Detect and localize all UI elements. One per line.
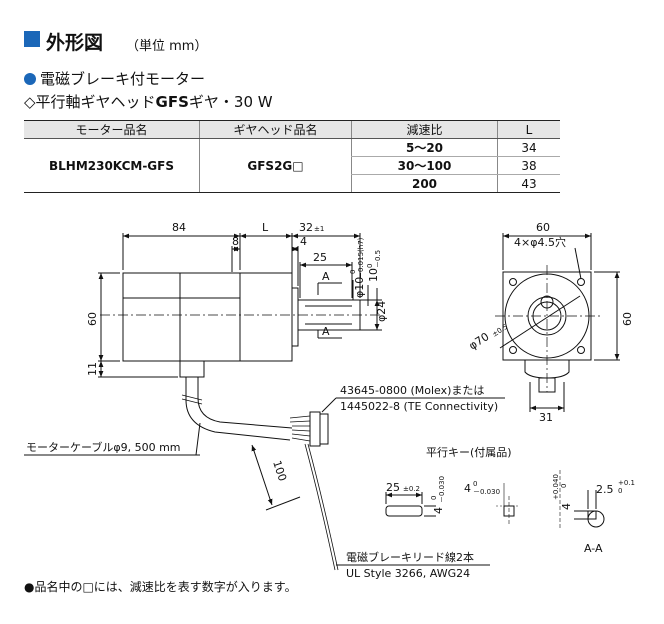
dim-8: 8 bbox=[232, 235, 239, 248]
key-drawing-1 bbox=[385, 492, 436, 517]
lead-label-1: 電磁ブレーキリード線2本 bbox=[346, 550, 474, 564]
front-phi70: φ70 bbox=[467, 330, 492, 352]
connector-label-1: 43645-0800 (Molex)または bbox=[340, 384, 484, 397]
front-dim-60-side: 60 bbox=[621, 312, 634, 326]
L-cell: 43 bbox=[497, 174, 560, 193]
dim-10-tol0: 0 bbox=[366, 264, 374, 268]
gearhead-cell: GFS2G□ bbox=[199, 138, 352, 193]
dim-25: 25 bbox=[313, 251, 327, 264]
section-label: A-A bbox=[584, 542, 603, 555]
key2-4: 4 bbox=[464, 482, 471, 495]
L-cell: 34 bbox=[497, 138, 560, 157]
dim-32: 32 bbox=[299, 221, 313, 234]
dim-100: 100 bbox=[270, 459, 289, 483]
key3-25-tol-top: +0.1 bbox=[618, 479, 635, 487]
spec-table: モーター品名 ギヤヘッド品名 減速比 L BLHM230KCM-GFS GFS2… bbox=[24, 120, 560, 193]
key3-tol-top: +0.040 bbox=[552, 474, 560, 500]
dim-11: 11 bbox=[86, 362, 99, 376]
dim-shaft-tol-bottom: －0.015(h7) bbox=[357, 237, 365, 279]
unit-label: （単位 mm） bbox=[126, 39, 208, 54]
section-A-top: A bbox=[322, 270, 330, 283]
header-L: L bbox=[497, 120, 560, 139]
lead-label-2: UL Style 3266, AWG24 bbox=[346, 567, 470, 580]
dim-phi24: φ24 bbox=[375, 301, 388, 322]
subtitle-gear: ◇平行軸ギヤヘッドGFSギヤ・30 W bbox=[24, 91, 273, 112]
bullet-icon bbox=[24, 73, 36, 85]
dim-shaft-main: φ10 bbox=[353, 277, 366, 298]
footnote: ●品名中の□には、減速比を表す数字が入ります。 bbox=[24, 580, 297, 594]
subtitle-type: 電磁ブレーキ付モーター bbox=[40, 70, 206, 88]
key-25: 25 bbox=[386, 481, 400, 494]
ratio-cell: 200 bbox=[351, 174, 498, 193]
dim-84: 84 bbox=[172, 221, 186, 234]
key2-tol-top: 0 bbox=[473, 480, 477, 488]
front-dim-31: 31 bbox=[539, 411, 553, 424]
key-drawing-2 bbox=[496, 483, 520, 526]
front-holes: 4×φ4.5穴 bbox=[514, 235, 566, 249]
subtitle-gear-prefix: ◇平行軸ギヤヘッド bbox=[24, 93, 156, 111]
key3-25: 2.5 bbox=[596, 483, 614, 496]
dim-10-tol: －0.5 bbox=[374, 250, 382, 268]
key-4-tol-top: 0 bbox=[430, 496, 438, 500]
subtitle-gear-suffix: ギヤ・30 W bbox=[188, 93, 273, 111]
dim-L: L bbox=[262, 221, 269, 234]
key-25-tol: ±0.2 bbox=[403, 485, 420, 493]
header-gearhead: ギヤヘッド品名 bbox=[199, 120, 352, 139]
ratio-cell: 5～20 bbox=[351, 138, 498, 157]
key3-4: 4 bbox=[560, 503, 573, 510]
dim-10: 10 bbox=[367, 268, 380, 282]
dim-4: 4 bbox=[300, 235, 307, 248]
key-4-tol-bottom: －0.030 bbox=[438, 476, 446, 503]
key-4: 4 bbox=[432, 507, 445, 514]
key2-tol-bottom: －0.030 bbox=[473, 488, 500, 496]
key3-25-tol-bottom: 0 bbox=[618, 487, 622, 495]
key-drawing-3 bbox=[559, 470, 605, 530]
L-cell: 38 bbox=[497, 156, 560, 175]
key3-tol-bottom: 0 bbox=[560, 484, 568, 488]
section-A-bottom: A bbox=[322, 325, 330, 338]
dim-shaft-tol-top: 0 bbox=[349, 270, 357, 274]
key-title: 平行キー(付属品) bbox=[426, 446, 512, 459]
subtitle-gear-bold: GFS bbox=[155, 93, 189, 111]
motor-cell: BLHM230KCM-GFS bbox=[24, 138, 200, 193]
front-dim-60: 60 bbox=[536, 221, 550, 234]
connector-label-2: 1445022-8 (TE Connectivity) bbox=[340, 400, 498, 413]
dim-60-left: 60 bbox=[86, 312, 99, 326]
cable-label: モーターケーブルφ9, 500 mm bbox=[26, 440, 181, 454]
motor-side-view bbox=[122, 272, 361, 378]
header-ratio: 減速比 bbox=[351, 120, 498, 139]
title-square-icon bbox=[24, 31, 40, 47]
ratio-cell: 30～100 bbox=[351, 156, 498, 175]
page-title: 外形図 bbox=[46, 32, 104, 54]
dim-32-tol: ±1 bbox=[314, 225, 324, 233]
header-motor: モーター品名 bbox=[24, 120, 200, 139]
